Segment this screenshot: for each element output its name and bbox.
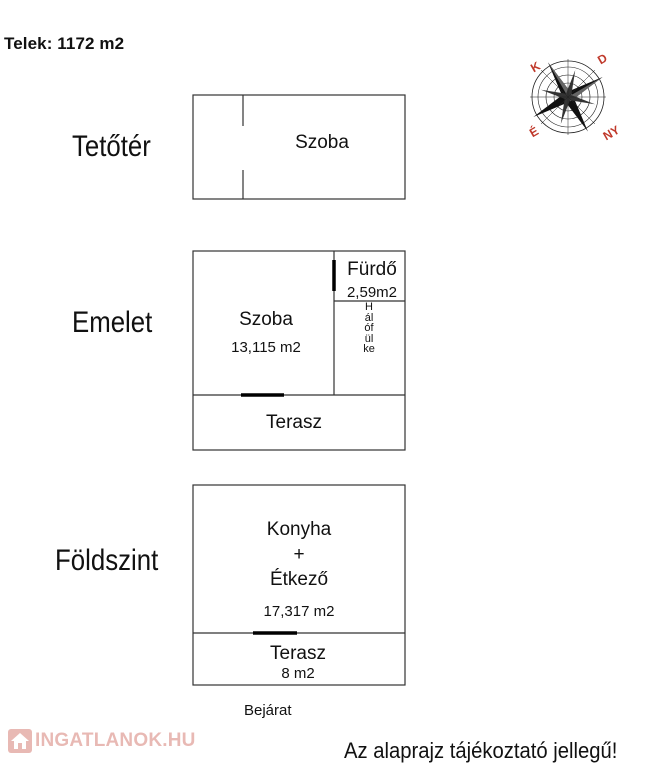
dining-label: Étkező xyxy=(269,569,329,590)
disclaimer-text: Az alaprajz tájékoztató jellegű! xyxy=(344,738,618,763)
kitchen-label: Konyha xyxy=(266,519,332,540)
attic-room-label: Szoba xyxy=(295,132,349,153)
bath-area: 2,59m2 xyxy=(346,284,398,301)
ground-outline xyxy=(192,484,406,686)
upper-room-label: Szoba xyxy=(239,309,293,330)
alcove-label: Hálófülke xyxy=(363,301,375,356)
ground-level-label: Földszint xyxy=(55,544,159,577)
upper-terrace-label: Terasz xyxy=(266,412,322,433)
upper-room-area: 13,115 m2 xyxy=(231,339,301,356)
bath-label: Fürdő xyxy=(347,259,397,280)
plot-size-title: Telek: 1172 m2 xyxy=(4,34,125,53)
logo-text: INGATLANOK.HU xyxy=(35,730,196,751)
house-icon xyxy=(8,729,32,753)
attic-level-label: Tetőtér xyxy=(72,130,151,163)
ground-terrace-label: Terasz xyxy=(270,643,326,664)
attic-outline xyxy=(192,94,406,200)
kitchen-plus: + xyxy=(293,544,305,565)
compass-rose-icon xyxy=(530,59,606,135)
ground-terrace-area: 8 m2 xyxy=(281,665,315,682)
upper-level-label: Emelet xyxy=(72,306,153,339)
kitchen-area: 17,317 m2 xyxy=(263,603,335,620)
watermark-logo: INGATLANOK.HU xyxy=(8,729,196,753)
entrance-label: Bejárat xyxy=(244,702,292,719)
upper-outline xyxy=(192,250,406,451)
